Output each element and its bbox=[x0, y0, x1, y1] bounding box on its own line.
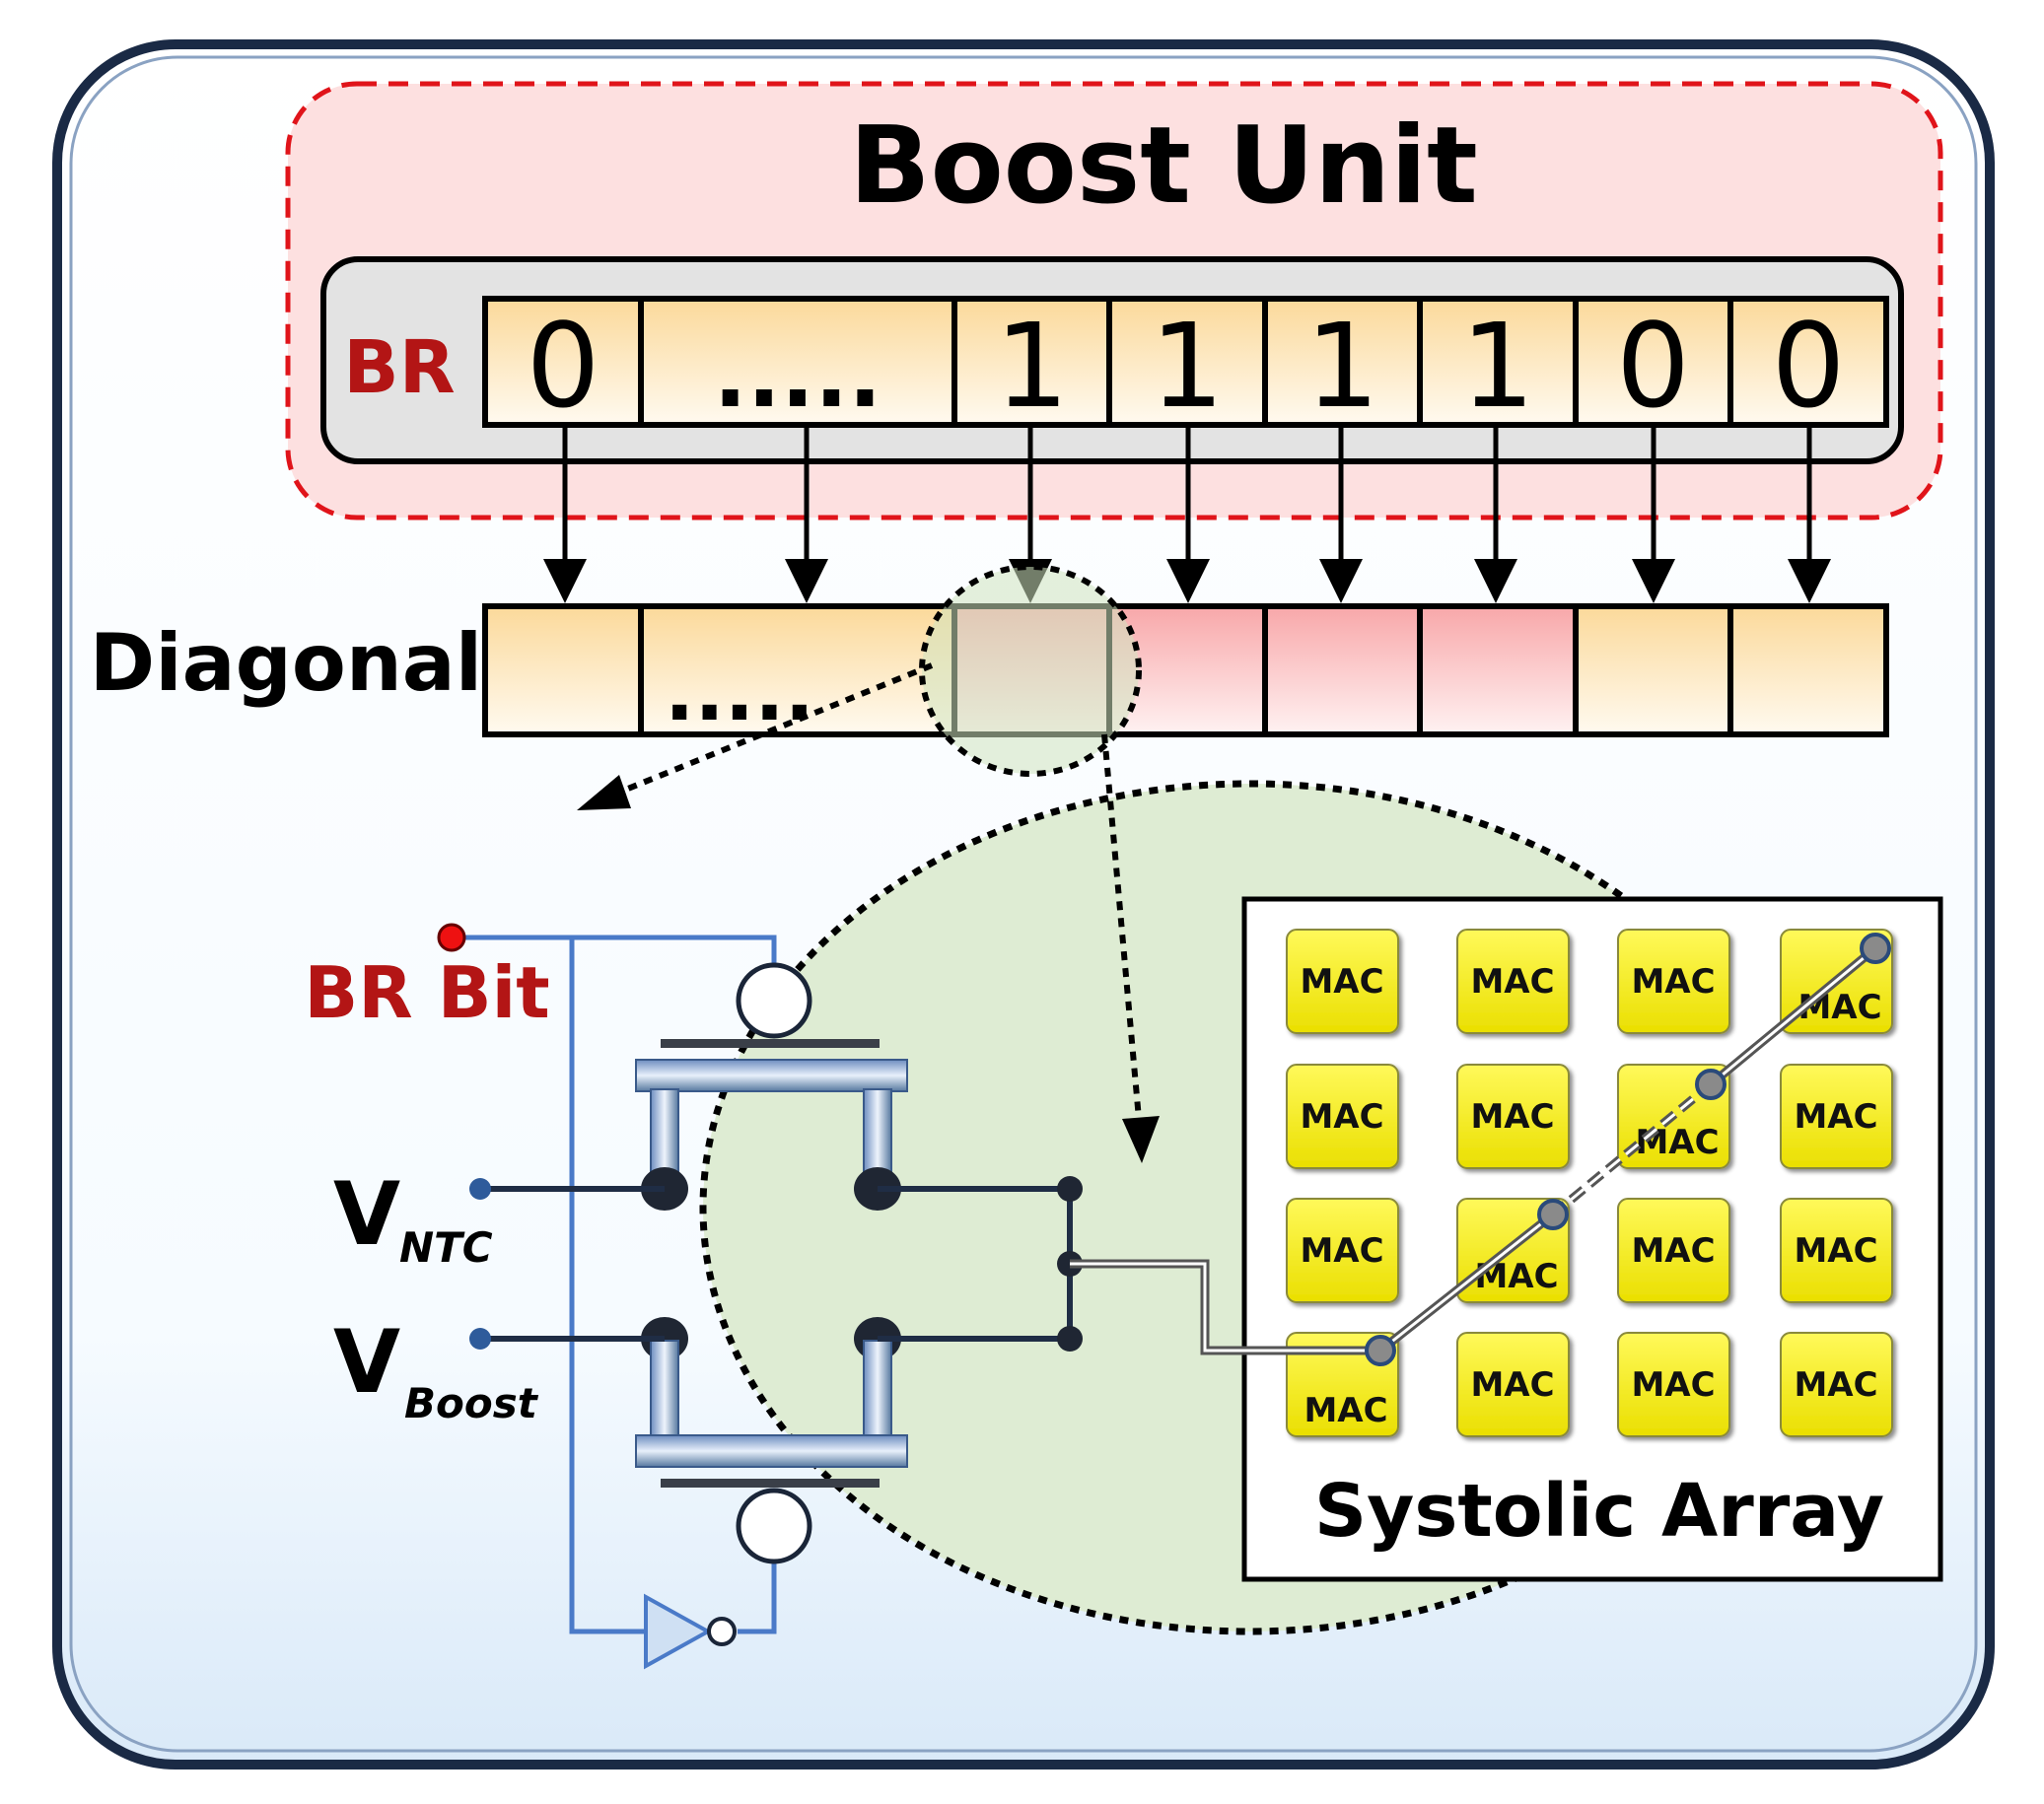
diagonal-cells: ..... bbox=[482, 603, 1889, 738]
diagonal-boost-rail bbox=[1365, 933, 1891, 1366]
mac-label: MAC bbox=[1470, 1097, 1554, 1137]
zoom-pointer-right-head bbox=[1122, 1116, 1160, 1163]
boost-switch-circuit bbox=[437, 923, 1083, 1670]
mac-cell bbox=[1617, 1332, 1730, 1437]
inverter-bubble bbox=[707, 1617, 737, 1646]
mac-cell bbox=[1617, 1198, 1730, 1303]
rail-node bbox=[1537, 1199, 1569, 1230]
rail-node bbox=[1695, 1069, 1727, 1100]
mac-label: MAC bbox=[1794, 1231, 1877, 1271]
v-boost-terminal bbox=[469, 1328, 491, 1350]
br-register-label: BR bbox=[343, 325, 455, 410]
mac-label: MAC bbox=[1300, 962, 1383, 1002]
zoom-pointer-left bbox=[590, 662, 934, 806]
rail-node bbox=[1860, 933, 1891, 964]
mac-cell bbox=[1456, 1332, 1570, 1437]
br-bit-value: 1 bbox=[995, 298, 1069, 434]
v-boost-subscript: Boost bbox=[404, 1379, 539, 1427]
br-bit-value: 1 bbox=[1460, 298, 1534, 434]
mac-cell bbox=[1286, 1064, 1399, 1169]
mac-label: MAC bbox=[1635, 1123, 1719, 1162]
mac-cell bbox=[1617, 929, 1730, 1034]
top-gate-plate bbox=[661, 1039, 880, 1048]
br-arrow-head bbox=[1632, 559, 1675, 603]
mac-cell bbox=[1780, 1198, 1893, 1303]
bottom-gate-plate bbox=[661, 1479, 880, 1488]
br-bit-value: 0 bbox=[1771, 298, 1845, 434]
mac-label: MAC bbox=[1304, 1391, 1387, 1430]
top-transistor-bubble bbox=[736, 962, 812, 1039]
br-cell bbox=[1573, 296, 1733, 428]
mac-cell bbox=[1780, 1332, 1893, 1437]
br-bit-value: 1 bbox=[1305, 298, 1379, 434]
br-arrow-head bbox=[1474, 559, 1517, 603]
v-ntc-label: V bbox=[333, 1163, 400, 1265]
diagonal-cell-boosted bbox=[1417, 603, 1579, 737]
diagonal-cell bbox=[638, 603, 957, 737]
control-wire-top bbox=[452, 935, 777, 971]
zoom-source-circle bbox=[919, 564, 1142, 777]
mac-label: MAC bbox=[1631, 1365, 1715, 1405]
zoom-pointer-left-head bbox=[577, 775, 631, 810]
mac-cell bbox=[1780, 1064, 1893, 1169]
mac-label: MAC bbox=[1631, 1231, 1715, 1271]
br-bit-value: 0 bbox=[1616, 298, 1690, 434]
rail-node bbox=[1365, 1335, 1396, 1366]
control-wire-left bbox=[569, 937, 646, 1634]
zoom-pointer-right bbox=[1101, 733, 1142, 1120]
output-to-array-link bbox=[1070, 1259, 1380, 1355]
diagonal-cell bbox=[1573, 603, 1733, 737]
diagonal-cell-boosted bbox=[1262, 603, 1423, 737]
br-arrow-head bbox=[785, 559, 828, 603]
systolic-array-label: Systolic Array bbox=[1314, 1469, 1884, 1554]
br-cell bbox=[1106, 296, 1268, 428]
mac-label: MAC bbox=[1300, 1097, 1383, 1137]
control-wire-bottom bbox=[738, 1562, 777, 1634]
v-ntc-subscript: NTC bbox=[399, 1223, 493, 1272]
top-channel bbox=[635, 1059, 908, 1092]
br-cell bbox=[1262, 296, 1423, 428]
v-boost-label: V bbox=[333, 1311, 400, 1413]
br-arrow-head bbox=[1319, 559, 1363, 603]
br-bit-value: 1 bbox=[1150, 298, 1224, 434]
mac-label: MAC bbox=[1794, 1097, 1877, 1137]
bottom-transistor-bubble bbox=[736, 1488, 812, 1564]
br-bit-value: 0 bbox=[526, 298, 599, 434]
output-node-top bbox=[1057, 1176, 1083, 1202]
mac-cell bbox=[1286, 929, 1399, 1034]
br-arrow-head bbox=[1788, 559, 1831, 603]
mac-cell bbox=[1456, 1064, 1570, 1169]
inverter-icon bbox=[644, 1593, 713, 1670]
br-bit-label: BR Bit bbox=[304, 951, 549, 1034]
br-bit-value: ..... bbox=[714, 324, 882, 428]
mac-label: MAC bbox=[1470, 962, 1554, 1002]
diagonal-cell bbox=[482, 603, 644, 737]
diagonal-cell bbox=[1727, 603, 1889, 737]
br-arrow-head bbox=[1166, 559, 1210, 603]
v-ntc-terminal bbox=[469, 1178, 491, 1200]
mac-label: MAC bbox=[1797, 988, 1881, 1027]
bottom-right-terminal bbox=[863, 1340, 892, 1440]
outer-frame-inner-border bbox=[69, 55, 1978, 1753]
mac-cell bbox=[1286, 1198, 1399, 1303]
br-arrow-head bbox=[543, 559, 587, 603]
boost-unit-title: Boost Unit bbox=[849, 104, 1477, 228]
mac-label: MAC bbox=[1794, 1365, 1877, 1405]
mac-cell bbox=[1456, 929, 1570, 1034]
mac-label: MAC bbox=[1470, 1365, 1554, 1405]
bottom-left-terminal bbox=[650, 1340, 679, 1440]
bottom-channel bbox=[635, 1434, 908, 1468]
output-node-bottom bbox=[1057, 1326, 1083, 1352]
diagonal-label: Diagonal bbox=[90, 617, 482, 709]
mac-label: MAC bbox=[1631, 962, 1715, 1002]
br-bit-input-dot bbox=[437, 923, 466, 952]
mac-label: MAC bbox=[1300, 1231, 1383, 1271]
